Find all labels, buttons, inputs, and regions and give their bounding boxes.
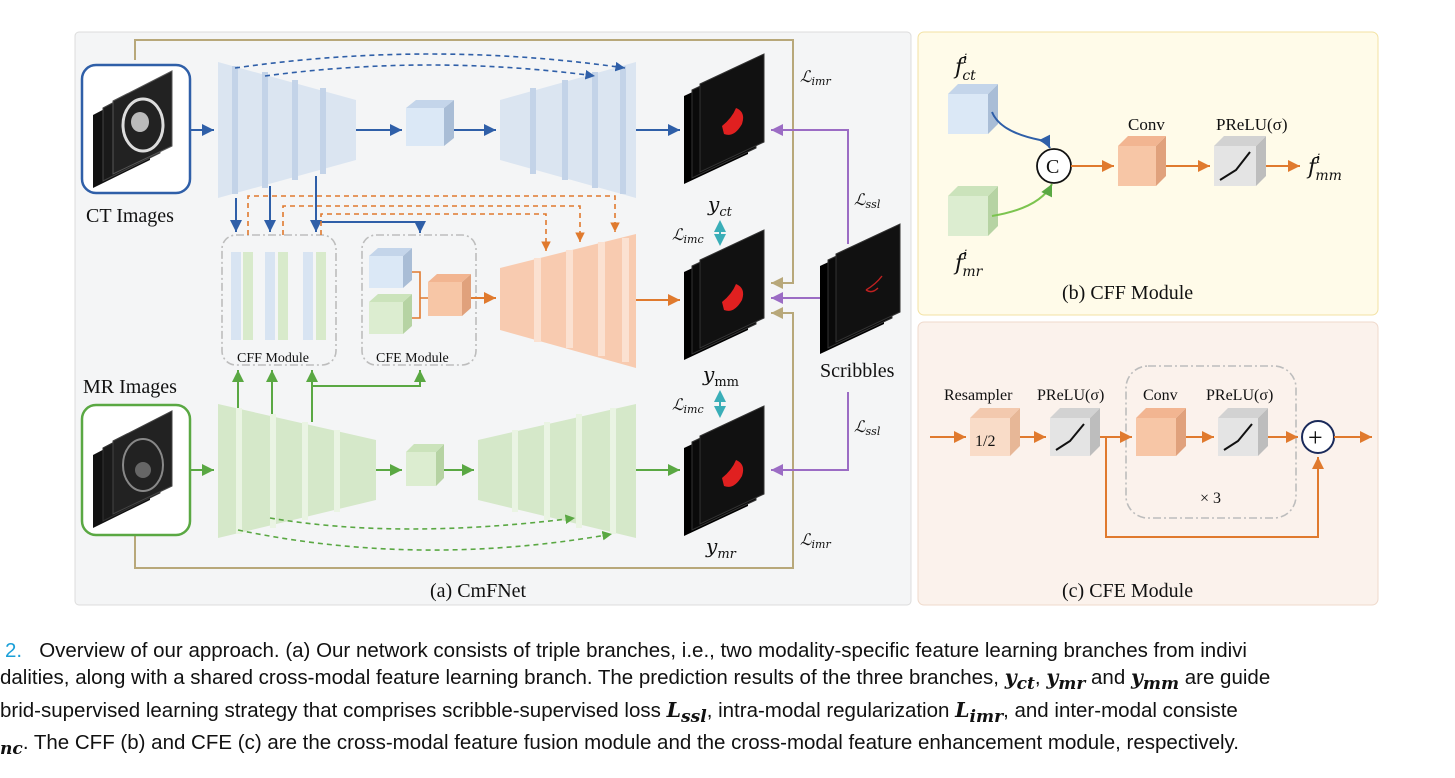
cfe-prelu1-cube xyxy=(1050,408,1100,456)
caption-l-ssl: Lssl xyxy=(666,698,707,728)
cff-feature-bars xyxy=(231,252,326,340)
cfe-prelu1-label: PReLU(σ) xyxy=(1037,387,1104,404)
concat-symbol: C xyxy=(1046,156,1059,178)
scribbles-label: Scribbles xyxy=(820,360,895,382)
panel-c-background xyxy=(917,321,1379,606)
cfe-ct-cube xyxy=(369,248,412,288)
caption-text-1: Overview of our approach. (a) Our networ… xyxy=(39,639,1247,662)
ct-encoder xyxy=(218,62,356,198)
panel-a-background xyxy=(74,31,912,606)
figure-caption: 2. Overview of our approach. (a) Our net… xyxy=(0,638,1455,762)
ct-images-label: CT Images xyxy=(86,205,174,227)
mr-to-cfe-arrow xyxy=(312,370,426,387)
ct-to-cfe-arrow xyxy=(316,221,426,233)
imc-label-top: ℒimc xyxy=(672,225,704,246)
imr-loop-top xyxy=(134,39,794,289)
cfe-conv-label: Conv xyxy=(1143,387,1178,404)
y-ct-prediction xyxy=(684,53,765,184)
ssl-label-bottom: ℒssl xyxy=(854,417,881,438)
cfe-mr-cube xyxy=(369,294,412,334)
caption-line-4: nc. The CFF (b) and CFE (c) are the cros… xyxy=(0,730,1455,762)
figure-number: 2. xyxy=(5,639,23,662)
caption-l-inc-sub: nc xyxy=(0,739,23,760)
mr-skip-outer xyxy=(237,529,613,551)
cff-module-label: CFF Module xyxy=(237,351,309,366)
y-mm-prediction xyxy=(684,229,765,360)
caption-text-3b: , and inter-modal consiste xyxy=(1003,699,1238,723)
f-ct-to-concat-arrow xyxy=(991,111,1051,149)
y-ct-label: yct xyxy=(707,192,733,220)
y-mr-label: ymr xyxy=(705,534,737,562)
cfe-fused-cube xyxy=(428,274,471,316)
caption-y-mm: ymm xyxy=(1130,665,1180,695)
fuse-skip-2 xyxy=(282,205,585,242)
resampler-cube xyxy=(970,408,1020,456)
caption-and: and xyxy=(1091,666,1126,689)
cff-prelu-label: PReLU(σ) xyxy=(1216,115,1288,134)
mr-decoder xyxy=(478,404,636,538)
imr-label-top: ℒimr xyxy=(800,67,831,88)
sum-symbol: + xyxy=(1308,423,1323,452)
ssl-arrow-top xyxy=(771,124,849,244)
ct-skip-inner xyxy=(264,64,596,80)
cfe-module-box xyxy=(361,234,477,366)
mr-images-label: MR Images xyxy=(83,376,177,398)
resample-factor: 1/2 xyxy=(975,433,995,450)
cfe-merge-lines xyxy=(412,271,428,319)
cfe-module-label: CFE Module xyxy=(376,351,449,366)
figure-canvas: CT Images MR Images xyxy=(74,31,1379,606)
caption-text-4: . The CFF (b) and CFE (c) are the cross-… xyxy=(22,731,1239,755)
scribbles-stack xyxy=(820,223,901,354)
panel-a-caption: (a) CmFNet xyxy=(430,580,527,602)
fuse-skip-1 xyxy=(247,195,620,235)
caption-y-mr: ymr xyxy=(1046,665,1086,695)
resampler-label: Resampler xyxy=(944,387,1013,404)
cff-prelu-cube xyxy=(1214,136,1266,186)
cff-conv-cube xyxy=(1118,136,1166,186)
panel-c-caption: (c) CFE Module xyxy=(1062,580,1193,602)
y-mr-prediction xyxy=(684,405,765,536)
caption-text-3a: brid-supervised learning strategy that c… xyxy=(0,699,661,723)
caption-y-ct: yct xyxy=(1004,665,1035,695)
caption-line-1: 2. Overview of our approach. (a) Our net… xyxy=(5,638,1455,664)
shared-decoder xyxy=(500,234,636,368)
fuse-skip-3 xyxy=(320,213,551,251)
caption-line-2: dalities, along with a shared cross-moda… xyxy=(0,665,1271,695)
repeat-label: × 3 xyxy=(1200,490,1221,507)
mr-image-stack xyxy=(93,410,173,528)
ssl-label-top: ℒssl xyxy=(854,190,881,211)
y-mm-label: ymm xyxy=(702,362,739,390)
cff-module-box xyxy=(221,234,337,366)
cff-conv-label: Conv xyxy=(1128,115,1165,134)
mr-skip-inner xyxy=(269,514,576,530)
ct-decoder xyxy=(500,62,636,198)
ct-image-stack xyxy=(93,70,173,188)
panel-b-caption: (b) CFF Module xyxy=(1062,282,1193,304)
caption-l-imr: Limr xyxy=(955,698,1004,728)
imr-label-bottom: ℒimr xyxy=(800,530,831,551)
f-mr-cube xyxy=(948,186,998,236)
f-mr-to-concat-arrow xyxy=(991,183,1053,217)
cfe-conv-cube xyxy=(1136,408,1186,456)
residual-path xyxy=(1105,437,1324,538)
caption-text-3mid: , intra-modal regularization xyxy=(706,699,950,723)
f-ct-cube xyxy=(948,84,998,134)
mr-encoder xyxy=(218,404,376,538)
cfe-prelu2-label: PReLU(σ) xyxy=(1206,387,1273,404)
cfe-prelu2-cube xyxy=(1218,408,1268,456)
ssl-arrow-bottom xyxy=(771,392,849,476)
caption-text-2b: are guide xyxy=(1184,666,1271,689)
caption-line-3: brid-supervised learning strategy that c… xyxy=(0,697,1455,730)
imr-loop-bottom xyxy=(134,307,794,569)
mr-bottleneck-cube xyxy=(406,444,444,486)
imc-label-bottom: ℒimc xyxy=(672,395,704,416)
ct-bottleneck-cube xyxy=(406,100,454,146)
caption-text-2a: dalities, along with a shared cross-moda… xyxy=(0,666,999,689)
